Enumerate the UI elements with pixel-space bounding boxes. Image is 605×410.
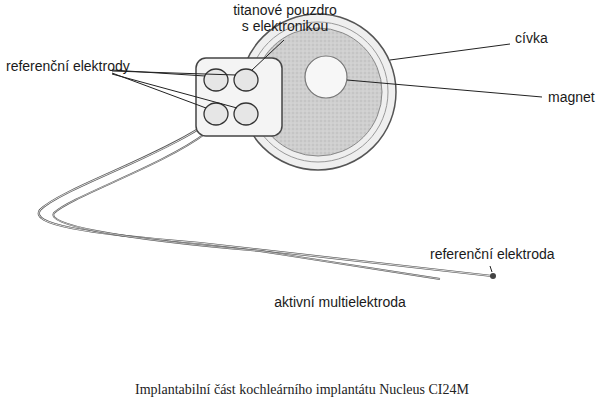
reference-electrode-plate bbox=[234, 103, 258, 125]
part-label: referenční elektroda bbox=[430, 246, 555, 262]
part-label: aktivní multielektroda bbox=[274, 294, 406, 310]
reference-electrode-plate bbox=[234, 69, 258, 91]
leader-line bbox=[112, 74, 237, 108]
leader-line bbox=[390, 44, 510, 60]
leader-line bbox=[252, 40, 284, 70]
reference-electrode-plate bbox=[204, 69, 228, 91]
reference-electrode-plate bbox=[204, 103, 228, 125]
leader-line bbox=[112, 71, 236, 75]
part-label: magnet bbox=[548, 89, 595, 105]
reference-ball bbox=[490, 273, 496, 279]
titanium-package bbox=[196, 58, 282, 136]
part-label: referenční elektrody bbox=[6, 58, 130, 74]
leader-line bbox=[347, 80, 542, 97]
part-label: cívka bbox=[515, 30, 548, 46]
leader-line bbox=[490, 266, 492, 272]
magnet-disc bbox=[305, 56, 347, 98]
active-lead-core bbox=[53, 133, 440, 279]
active-lead bbox=[53, 133, 440, 279]
figure-caption: Implantabilní část kochleárního implantá… bbox=[135, 382, 469, 398]
package-label: titanové pouzdro s elektronikou bbox=[228, 2, 342, 34]
leader-lines bbox=[112, 40, 542, 272]
